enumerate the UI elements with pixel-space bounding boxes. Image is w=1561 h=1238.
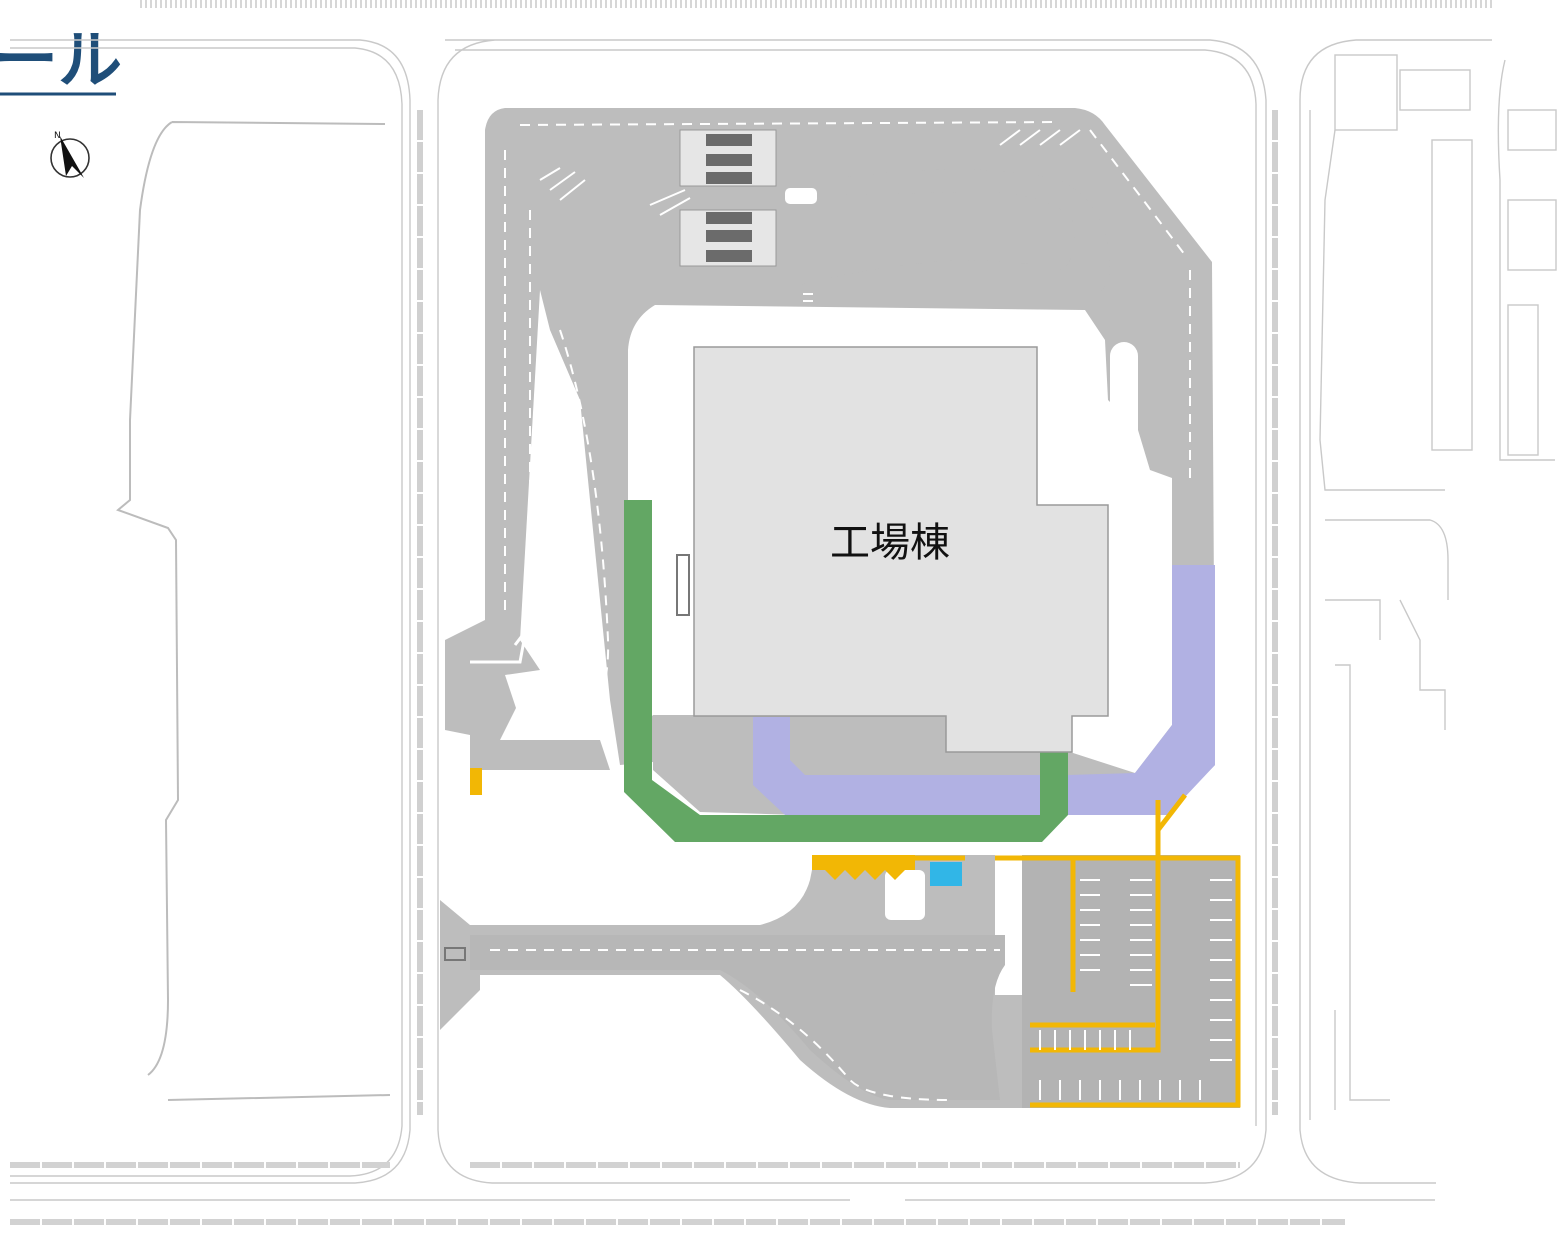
crosswalks bbox=[803, 293, 1168, 636]
bus-bay-markings bbox=[812, 855, 915, 880]
map-title-text: ール bbox=[0, 24, 122, 98]
building-label: 工場棟 bbox=[830, 520, 950, 566]
surrounding-context bbox=[10, 0, 1557, 1225]
main-building bbox=[693, 346, 1109, 753]
lane-markings bbox=[490, 121, 1191, 1101]
map-title: ール bbox=[0, 24, 122, 98]
parking-lot bbox=[470, 768, 1241, 1108]
gate-structures bbox=[679, 129, 777, 267]
blue-parking-spots bbox=[930, 862, 962, 886]
purple-zone bbox=[753, 565, 1215, 815]
green-zone bbox=[624, 500, 1068, 842]
hatched-zones bbox=[444, 129, 1081, 961]
compass-label: N bbox=[54, 131, 61, 141]
arrow-markings bbox=[470, 629, 537, 664]
north-arrow-icon: N bbox=[50, 131, 90, 178]
